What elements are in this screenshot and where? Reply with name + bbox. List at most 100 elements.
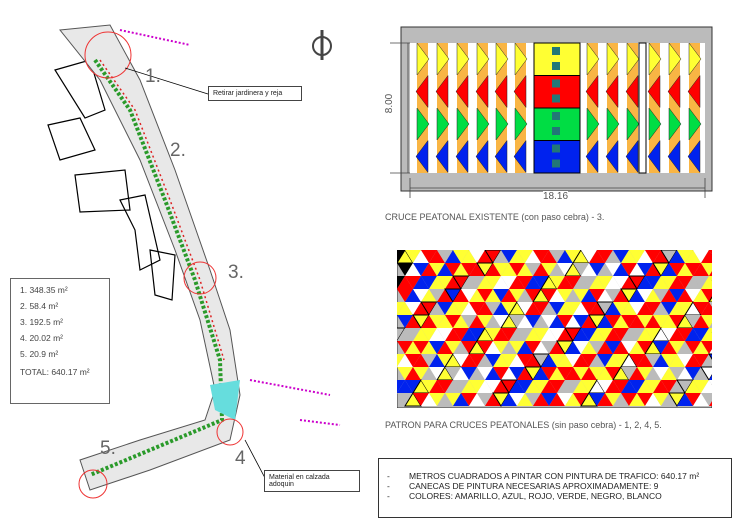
pattern-triangle [693,302,709,315]
pattern-triangle [557,380,573,393]
pattern-triangle [549,380,565,393]
stripe-triangle [494,139,508,174]
pattern-triangle [709,302,712,307]
pattern-triangle [541,302,557,315]
pattern-triangle [693,393,709,406]
pattern-triangle [573,354,589,367]
pattern-triangle [645,328,661,341]
stripe-triangle [648,107,662,141]
pattern-triangle [709,271,712,276]
pattern-triangle [485,302,501,315]
pattern-triangle [445,250,461,263]
pattern-triangle [461,289,477,302]
pattern-triangle [453,289,469,302]
pattern-triangle [629,289,645,302]
pattern-triangle [661,289,677,302]
pattern-triangle [493,367,509,380]
pattern-triangle [701,289,712,302]
white-stripe [638,42,647,174]
pattern-triangle [485,341,501,354]
pattern-triangle [557,328,573,341]
pattern-triangle [629,393,645,406]
pattern-triangle [605,341,621,354]
pattern-triangle [445,328,461,341]
buildings [47,59,176,301]
pattern-triangle [581,263,597,276]
area-5: 5. 20.9 m² [20,349,59,359]
pattern-triangle [709,323,712,328]
pattern-triangle [509,380,525,393]
stripe-triangle [687,74,701,109]
pattern-triangle [445,393,461,406]
pattern-triangle [397,328,413,341]
pattern-triangle [421,315,437,328]
pattern-triangle [509,393,525,406]
pattern-triangle [709,349,712,354]
pattern-triangle [613,380,629,393]
pattern-triangle [501,367,517,380]
pattern-triangle [589,250,605,263]
pattern-triangle [613,302,629,315]
pattern-triangle [421,328,437,341]
pattern-triangle [605,328,621,341]
stripe [607,43,618,173]
pattern-triangle [533,263,549,276]
pattern-drawing [397,250,712,408]
pattern-triangle [405,315,421,328]
stripe-triangle [455,74,469,109]
pattern-triangle [589,289,605,302]
pattern-triangle [493,302,509,315]
stripe-triangle [436,42,450,76]
stripe-triangle [416,107,430,141]
pattern-triangle [677,289,693,302]
pattern-triangle [685,341,701,354]
pattern-triangle [477,315,493,328]
pattern-triangle [405,328,421,341]
pattern-triangle [509,276,525,289]
pattern-triangle [453,315,469,328]
pattern-triangle [413,289,429,302]
pattern-triangle [653,341,669,354]
pattern-triangle [621,302,637,315]
pattern-triangle [525,328,541,341]
pattern-triangle [637,341,653,354]
pattern-triangle [493,341,509,354]
pattern-triangle [661,367,677,380]
pattern-triangle [477,250,493,263]
pattern-triangle [581,328,597,341]
pattern-triangle [533,393,549,406]
pattern-triangle [493,289,509,302]
pattern-triangle [525,302,541,315]
pattern-triangle [701,393,712,406]
pattern-triangle [645,276,661,289]
pattern-triangle [429,380,445,393]
pattern-triangle [613,354,629,367]
pattern-triangle [453,354,469,367]
pattern-triangle [669,302,685,315]
pattern-triangle [549,367,565,380]
callout-jardinera: Retirar jardinera y reja [208,86,302,101]
pattern-triangle [549,289,565,302]
pattern-triangle [517,276,533,289]
pattern-triangle [429,289,445,302]
pattern-triangle [397,341,413,354]
pattern-triangle [669,276,685,289]
pattern-triangle [549,302,565,315]
pattern-triangle [421,250,437,263]
pattern-triangle [445,302,461,315]
marker-square [552,127,560,135]
pattern-triangle [437,341,453,354]
pattern-triangle [493,276,509,289]
pattern-triangle [533,367,549,380]
pattern-triangle [493,354,509,367]
pattern-triangle [669,263,685,276]
pattern-triangle [517,315,533,328]
pattern-triangle [445,315,461,328]
pattern-triangle [693,341,709,354]
pattern-triangle [573,263,589,276]
stripe-triangle [687,139,701,174]
pattern-triangle [573,276,589,289]
areas-table: 1. 348.35 m² 2. 58.4 m² 3. 192.5 m² 4. 2… [10,278,110,404]
pattern-triangle [605,250,621,263]
road [59,24,241,491]
